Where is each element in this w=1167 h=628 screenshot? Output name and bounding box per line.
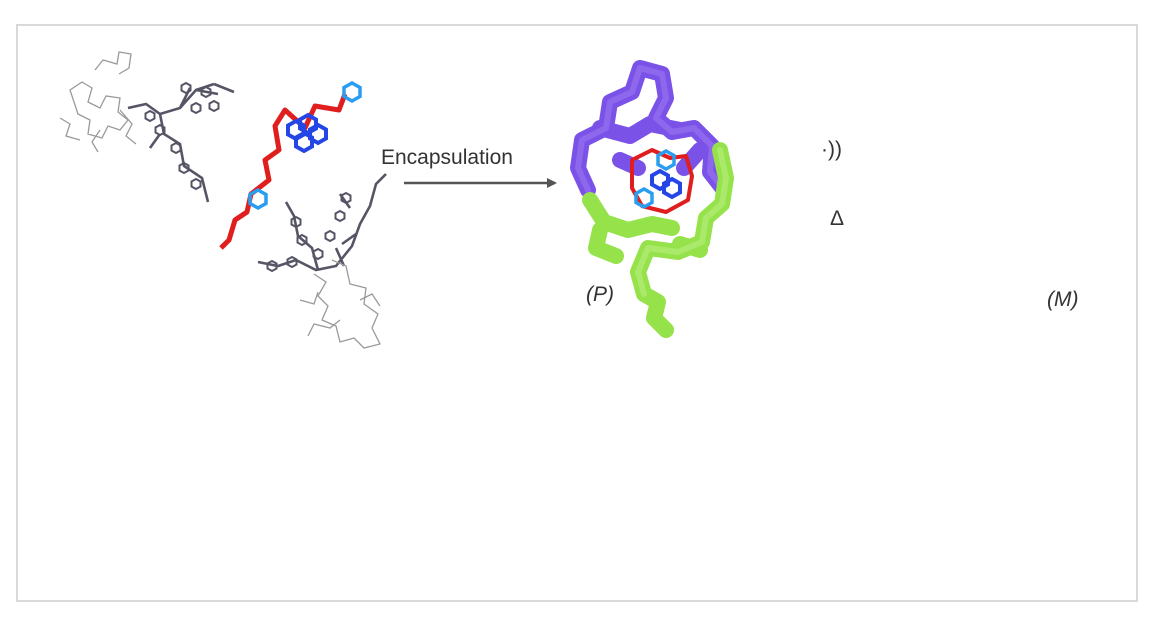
host-molecule-bottom xyxy=(257,173,387,349)
guest-molecule xyxy=(219,81,362,250)
figure-frame xyxy=(16,24,1138,602)
heat-delta-label: Δ xyxy=(830,207,845,230)
cage-complex-p xyxy=(570,60,734,338)
ultrasound-symbol: ·)) xyxy=(821,138,842,161)
host-molecule-top xyxy=(59,51,235,203)
isomer-p-label: (P) xyxy=(586,283,614,306)
isomer-m-label: (M) xyxy=(1047,288,1079,311)
encapsulation-label: Encapsulation xyxy=(381,146,513,169)
